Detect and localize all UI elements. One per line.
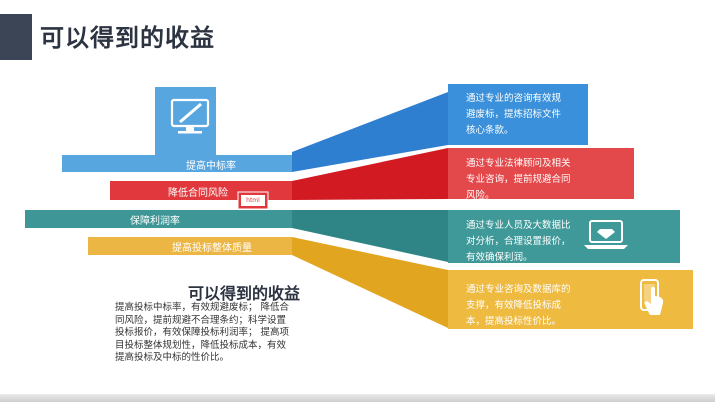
card-1	[448, 84, 588, 145]
bar-3	[25, 210, 292, 228]
summary-body: 提高投标中标率，有效规避废标； 降低合同风险，提前规避不合理条约；科学设置投标报…	[115, 302, 290, 363]
title-accent-bar	[0, 14, 32, 60]
connector-teal	[292, 210, 448, 262]
monitor-column	[155, 87, 216, 155]
bottom-divider	[0, 394, 715, 402]
page-title: 可以得到的收益	[40, 24, 215, 52]
connector-yellow	[292, 237, 448, 328]
bar-label-3: 保障利润率	[130, 216, 180, 227]
monitor-pen-icon	[170, 98, 210, 134]
summary-title: 可以得到的收益	[188, 284, 301, 303]
card-text-3: 通过专业人员及大数据比对分析，合理设置报价，有效确保利润。	[466, 220, 571, 263]
bar-label-2: 降低合同风险	[168, 188, 228, 199]
phone-touch-icon	[640, 279, 664, 315]
html-badge-icon	[237, 191, 269, 210]
bar-label-1: 提高中标率	[186, 161, 236, 172]
card-2	[448, 148, 634, 199]
connector-blue	[292, 92, 448, 172]
card-text-4: 通过专业咨询及数据库的支撑，有效降低投标成本，提高投标性价比。	[466, 284, 571, 327]
bar-4	[88, 237, 292, 255]
card-text-2: 通过专业法律顾问及相关专业咨询，提前规避合同风险。	[466, 158, 571, 201]
card-3	[448, 210, 680, 263]
bar-label-4: 提高投标整体质量	[172, 243, 252, 254]
laptop-diamond-icon	[584, 220, 628, 249]
card-text-1: 通过专业的咨询有效规避废标，提炼招标文件核心条款。	[466, 93, 562, 136]
bar-1	[62, 155, 292, 172]
html-badge-text: html	[246, 197, 260, 204]
connector-red	[292, 148, 448, 200]
